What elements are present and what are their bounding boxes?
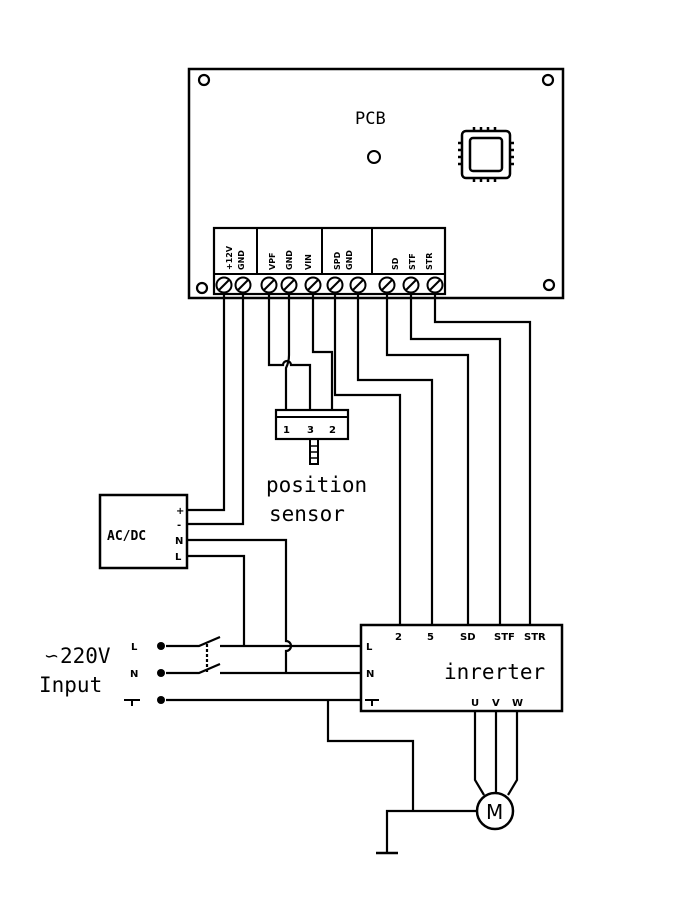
input-voltage: 220V xyxy=(60,644,111,668)
pcb-board: PCB +12V GND VPF GND VIN SPD GND SD STF … xyxy=(187,67,565,300)
pcb-mount-hole-br xyxy=(542,278,556,292)
inverter-term-n: N xyxy=(366,669,374,680)
input-terminal-n xyxy=(157,669,165,677)
wire-vin xyxy=(311,293,334,410)
sensor-label-line2: sensor xyxy=(269,502,345,526)
pcb-terminal-block: +12V GND VPF GND VIN SPD GND SD STF STR xyxy=(212,226,447,296)
inverter-term-2: 2 xyxy=(395,632,402,643)
pcb-term-label-vin: VIN xyxy=(304,254,313,270)
screw-terminal xyxy=(349,276,367,294)
wire-earth xyxy=(326,700,415,811)
wire-mains-n xyxy=(166,662,361,675)
acdc-pin-minus: - xyxy=(177,520,181,531)
wire-str xyxy=(433,293,532,625)
wire-sd xyxy=(385,293,470,625)
sensor-pin-1: 1 xyxy=(283,425,290,436)
pcb-screw-terminals xyxy=(215,276,444,294)
pcb-chip xyxy=(458,127,514,182)
pcb-term-label-gnd2: GND xyxy=(285,250,294,270)
inverter-term-5: 5 xyxy=(427,632,434,643)
screw-terminal xyxy=(378,276,396,294)
pcb-term-label-gnd1: GND xyxy=(237,250,246,270)
inverter-term-w: W xyxy=(512,698,523,709)
pcb-title: PCB xyxy=(355,109,386,129)
wire-earth-down xyxy=(385,809,485,853)
sensor-label-line1: position xyxy=(266,473,367,497)
wire-acdc-n xyxy=(187,538,293,673)
screw-terminal xyxy=(234,276,252,294)
acdc-module: AC/DC + - N L xyxy=(98,493,189,570)
wire-12v xyxy=(187,293,226,512)
wire-u xyxy=(473,711,485,796)
pcb-term-label-stf: STF xyxy=(408,253,417,270)
input-label: Input xyxy=(39,673,102,697)
input-terminal-pe xyxy=(157,696,165,704)
motor: M xyxy=(475,791,515,831)
inverter: inrerter 2 5 SD STF STR L N U V W xyxy=(359,623,564,713)
screw-terminal xyxy=(326,276,344,294)
sensor-pin-2: 2 xyxy=(329,425,336,436)
wire-stf xyxy=(409,293,502,625)
pcb-term-label-gnd3: GND xyxy=(345,250,354,270)
earth-icon xyxy=(124,699,140,706)
sensor-pin-3: 3 xyxy=(307,425,314,436)
pcb-term-label-sd: SD xyxy=(391,257,400,270)
wire-gnd-inverter xyxy=(356,293,434,625)
wire-acdc-l xyxy=(187,554,246,645)
pcb-term-label-str: STR xyxy=(425,253,434,270)
wires xyxy=(166,293,532,853)
acdc-pin-n: N xyxy=(175,536,183,547)
inverter-title: inrerter xyxy=(444,660,545,684)
inverter-term-str: STR xyxy=(524,632,546,643)
inverter-term-u: U xyxy=(471,698,479,709)
inverter-term-stf: STF xyxy=(494,632,515,643)
wire-gnd-sensor xyxy=(284,293,291,410)
position-sensor: 1 3 2 position sensor xyxy=(266,408,367,526)
pcb-mount-hole-bl xyxy=(195,281,209,295)
pcb-mount-hole-tr xyxy=(541,73,555,87)
wire-w xyxy=(507,711,519,796)
wire-vpf xyxy=(267,293,312,410)
acdc-pin-plus: + xyxy=(176,506,184,517)
screw-terminal xyxy=(304,276,322,294)
motor-label: M xyxy=(486,800,503,824)
inverter-term-v: V xyxy=(492,698,500,709)
screw-terminal xyxy=(260,276,278,294)
pcb-led xyxy=(367,150,381,164)
ac-wave-icon: ∽ xyxy=(44,646,59,667)
input-line-n: N xyxy=(130,669,138,680)
pcb-term-label-12v: +12V xyxy=(225,245,234,270)
mains-input: ∽ 220V Input L N xyxy=(39,642,165,706)
screw-terminal xyxy=(215,276,233,294)
input-terminal-l xyxy=(157,642,165,650)
wire-mains-l xyxy=(166,635,361,648)
wire-spd xyxy=(333,293,402,625)
wire-gnd-acdc xyxy=(187,293,245,526)
screw-terminal xyxy=(280,276,298,294)
screw-terminal xyxy=(402,276,420,294)
input-line-l: L xyxy=(131,642,138,653)
acdc-pin-l: L xyxy=(175,552,182,563)
pcb-term-label-spd: SPD xyxy=(333,251,342,270)
pcb-mount-hole-tl xyxy=(197,73,211,87)
inverter-earth-icon xyxy=(365,699,379,706)
screw-terminal xyxy=(426,276,444,294)
pcb-term-label-vpf: VPF xyxy=(268,252,277,270)
inverter-term-sd: SD xyxy=(460,632,476,643)
acdc-title: AC/DC xyxy=(107,529,146,544)
inverter-term-l: L xyxy=(366,642,373,653)
